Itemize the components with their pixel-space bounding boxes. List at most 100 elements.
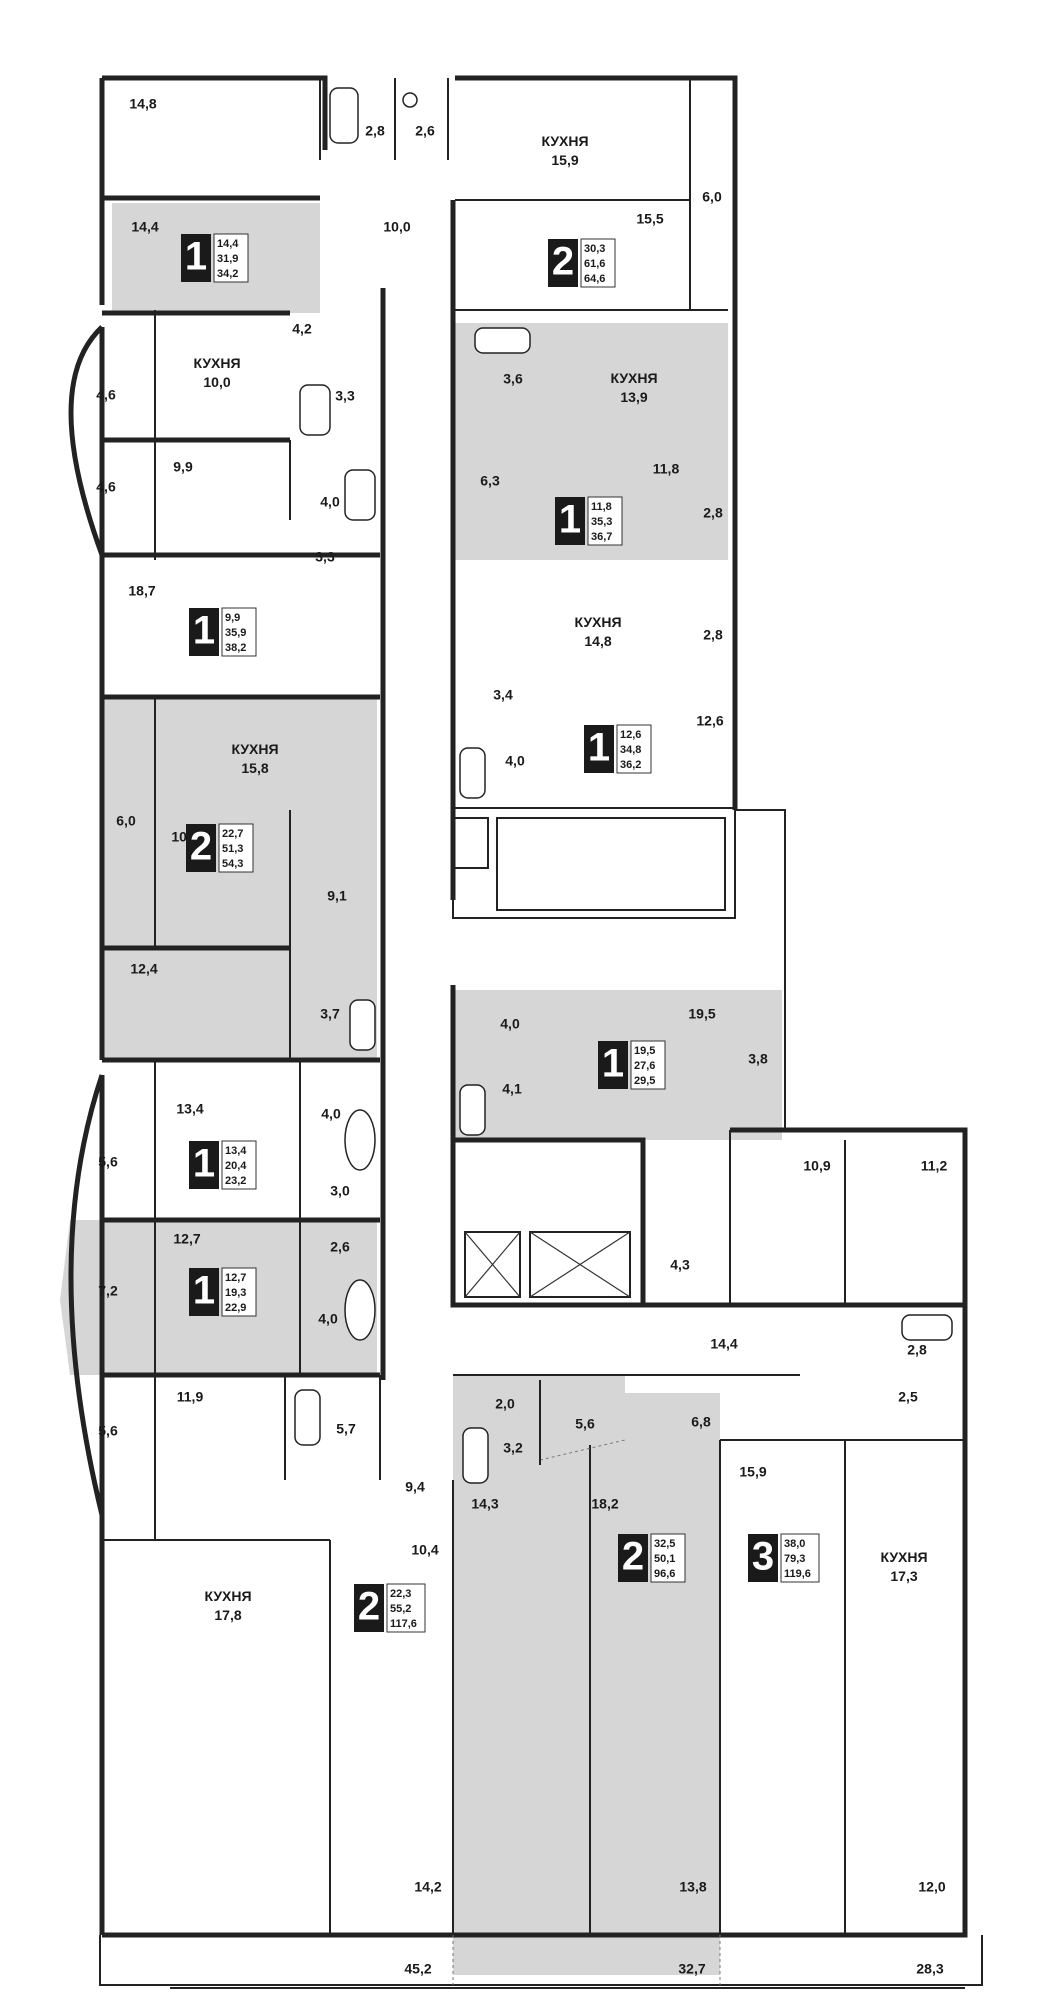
room-area: 9,9 (173, 459, 193, 475)
svg-text:32,5: 32,5 (654, 1538, 675, 1550)
svg-text:36,7: 36,7 (591, 531, 612, 543)
room-area: 14,2 (414, 1879, 441, 1895)
svg-text:79,3: 79,3 (784, 1553, 805, 1565)
room-area: 13,4 (176, 1101, 203, 1117)
apartment-badge: 1 9,9 35,9 38,2 (189, 607, 257, 657)
room-area: 18,7 (128, 583, 155, 599)
room-area: 10,0 (383, 219, 410, 235)
svg-text:27,6: 27,6 (634, 1060, 655, 1072)
svg-text:31,9: 31,9 (217, 253, 238, 265)
room-area: 6,0 (116, 813, 136, 829)
room-area: 4,0 (318, 1311, 338, 1327)
room-area: 3,3 (315, 549, 335, 565)
svg-text:3: 3 (752, 1535, 774, 1579)
svg-text:1: 1 (193, 1269, 215, 1313)
room-area: 28,3 (916, 1961, 943, 1977)
room-area: 4,2 (292, 321, 312, 337)
svg-text:38,2: 38,2 (225, 642, 246, 654)
apartment-badge: 1 12,6 34,8 36,2 (584, 724, 652, 774)
room-area: 12,6 (696, 713, 723, 729)
svg-text:2: 2 (552, 240, 574, 284)
svg-text:12,6: 12,6 (620, 729, 641, 741)
svg-text:1: 1 (193, 1142, 215, 1186)
apartment-badge: 1 12,7 19,3 22,9 (189, 1267, 257, 1317)
apartment-badge: 2 22,3 55,2 117,6 (354, 1583, 426, 1633)
room-area: 3,3 (335, 388, 355, 404)
kitchen-label: КУХНЯ 15,8 (231, 741, 278, 776)
room-area: 2,0 (495, 1396, 515, 1412)
room-area: 6,8 (691, 1414, 711, 1430)
svg-text:38,0: 38,0 (784, 1538, 805, 1550)
apartment-badge: 1 13,4 20,4 23,2 (189, 1140, 257, 1190)
room-area: 3,2 (503, 1440, 523, 1456)
kitchen-label: КУХНЯ 17,3 (880, 1549, 927, 1584)
room-area: 2,5 (898, 1389, 918, 1405)
svg-text:1: 1 (602, 1042, 624, 1086)
svg-text:96,6: 96,6 (654, 1568, 675, 1580)
room-area: 32,7 (678, 1961, 705, 1977)
kitchen-label: КУХНЯ 14,8 (574, 614, 621, 649)
room-area: 5,6 (98, 1423, 118, 1439)
room-area: 2,8 (703, 505, 723, 521)
room-area: 19,5 (688, 1006, 715, 1022)
svg-text:50,1: 50,1 (654, 1553, 675, 1565)
svg-text:13,4: 13,4 (225, 1145, 247, 1157)
svg-text:14,4: 14,4 (217, 238, 239, 250)
room-area: 9,4 (405, 1479, 425, 1495)
apartment-badge: 1 14,4 31,9 34,2 (181, 233, 249, 283)
svg-text:30,3: 30,3 (584, 243, 605, 255)
room-area: 12,0 (918, 1879, 945, 1895)
svg-text:1: 1 (185, 235, 207, 279)
room-area: 2,8 (907, 1342, 927, 1358)
svg-text:12,7: 12,7 (225, 1272, 246, 1284)
svg-text:КУХНЯ: КУХНЯ (574, 614, 621, 630)
room-area: 4,0 (320, 494, 340, 510)
room-area: 4,0 (500, 1016, 520, 1032)
svg-text:11,8: 11,8 (591, 501, 612, 513)
room-area: 6,0 (702, 189, 722, 205)
apartment-badge: 2 32,5 50,1 96,6 (618, 1533, 686, 1583)
room-area: 4,0 (505, 753, 525, 769)
room-area: 4,0 (321, 1106, 341, 1122)
room-area: 15,9 (739, 1464, 766, 1480)
svg-text:КУХНЯ: КУХНЯ (193, 355, 240, 371)
kitchen-label: КУХНЯ 17,8 (204, 1588, 251, 1623)
svg-text:9,9: 9,9 (225, 612, 240, 624)
room-area: 45,2 (404, 1961, 431, 1977)
room-area: 4,1 (502, 1081, 522, 1097)
svg-text:29,5: 29,5 (634, 1075, 655, 1087)
kitchen-labels: КУХНЯ 15,9 КУХНЯ 10,0 КУХНЯ 13,9 КУХНЯ 1… (193, 133, 927, 1623)
svg-text:51,3: 51,3 (222, 843, 243, 855)
svg-text:117,6: 117,6 (390, 1618, 417, 1630)
svg-text:61,6: 61,6 (584, 258, 605, 270)
room-area: 2,6 (330, 1239, 350, 1255)
kitchen-label: КУХНЯ 10,0 (193, 355, 240, 390)
room-area: 3,4 (493, 687, 513, 703)
interior-walls (102, 78, 965, 1935)
room-labels: 14,8 2,8 2,6 10,0 14,4 6,0 15,5 4,2 3,3 … (96, 96, 947, 1977)
room-area: 11,2 (921, 1158, 948, 1174)
apartment-badge: 1 19,5 27,6 29,5 (598, 1040, 666, 1090)
svg-text:1: 1 (588, 726, 610, 770)
svg-text:35,3: 35,3 (591, 516, 612, 528)
room-area: 3,0 (330, 1183, 350, 1199)
svg-text:35,9: 35,9 (225, 627, 246, 639)
room-area: 7,2 (98, 1283, 118, 1299)
room-area: 12,4 (130, 961, 157, 977)
room-area: 18,2 (591, 1496, 618, 1512)
room-area: 6,3 (480, 473, 500, 489)
room-area: 10,9 (803, 1158, 830, 1174)
room-area: 3,8 (748, 1051, 768, 1067)
svg-text:19,3: 19,3 (225, 1287, 246, 1299)
svg-text:22,7: 22,7 (222, 828, 243, 840)
room-area: 13,8 (679, 1879, 706, 1895)
svg-text:КУХНЯ: КУХНЯ (541, 133, 588, 149)
room-area: 4,6 (96, 387, 116, 403)
room-area: 4,6 (96, 479, 116, 495)
room-area: 12,7 (173, 1231, 200, 1247)
apartment-badge: 2 30,3 61,6 64,6 (548, 238, 616, 288)
room-area: 5,7 (336, 1421, 356, 1437)
svg-text:34,8: 34,8 (620, 744, 641, 756)
svg-text:22,3: 22,3 (390, 1588, 411, 1600)
